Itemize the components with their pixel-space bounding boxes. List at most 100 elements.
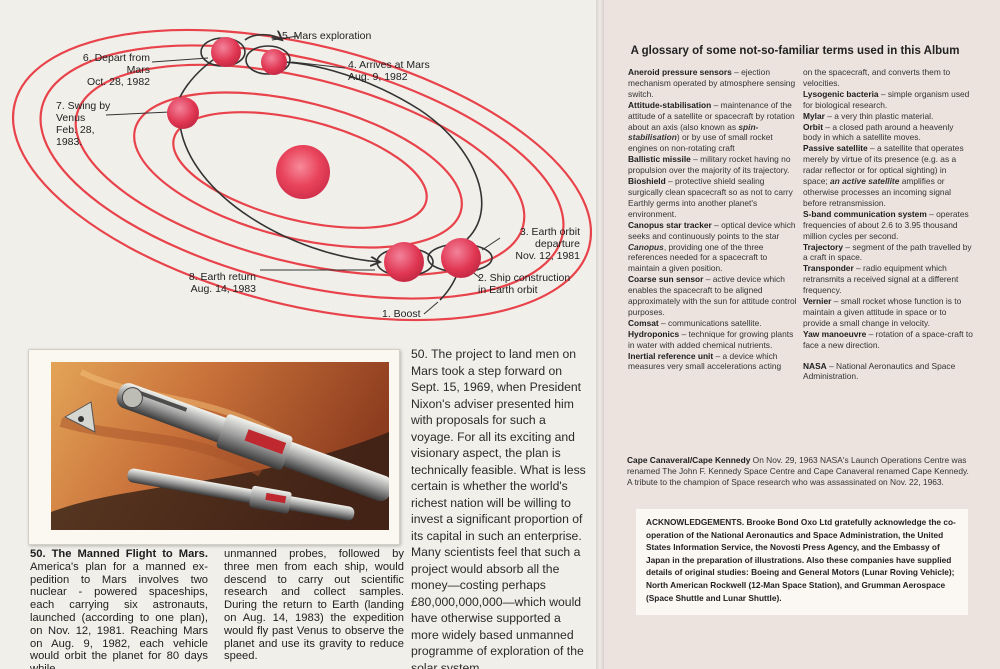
glossary-term: Vernier [803, 296, 832, 307]
glossary-emphasis: an active satellite [830, 176, 900, 187]
glossary-term: Lysogenic bacteria [803, 88, 879, 99]
glossary-entry: Passive satellite – a satellite that ope… [803, 143, 973, 208]
glossary-term: Aneroid pressure sensors [628, 67, 732, 77]
glossary-definition: – operates frequencies of about 2.6 to 3… [803, 208, 969, 241]
glossary-term: Canopus star tracker [628, 219, 712, 230]
venus-orbit [133, 91, 463, 249]
glossary-definition-cont: amplifies or otherwise processes an inco… [803, 176, 952, 208]
glossary-definition: – rotation of a space-craft to face a ne… [803, 328, 973, 350]
glossary-definition: – optical device which seeks and continu… [628, 219, 796, 241]
glossary-entry: Comsat – communications satellite. [628, 318, 798, 329]
glossary-definition: – segment of the path travelled by a cra… [803, 241, 972, 263]
left-page [0, 0, 600, 669]
glossary-entry: Trajectory – segment of the path travell… [803, 242, 973, 264]
glossary-definition: – a closed path around a heavenly body i… [803, 121, 954, 143]
picture-card [28, 349, 400, 545]
glossary-definition: – a device which measures very small acc… [628, 350, 782, 372]
card-caption-text-1: America's plan for a manned ex-pedition … [30, 560, 208, 669]
label-depart-from-mars: 6. Depart from Mars Oct. 28, 1982 [82, 52, 150, 88]
leader-venus [105, 111, 171, 116]
glossary-definition: on the spacecraft, and converts them to … [803, 67, 951, 88]
glossary-term: NASA [803, 360, 827, 371]
glossary-definition: – National Aeronautics and Space Adminis… [803, 360, 956, 382]
glossary-term: S-band communication system [803, 208, 927, 219]
leader-boost [423, 301, 439, 315]
glossary-definition: – ejection mechanism operated by atmosph… [628, 67, 796, 99]
mars-arrive-icon [261, 49, 287, 75]
sun-icon [276, 145, 330, 199]
glossary-term: Ballistic missile [628, 154, 691, 165]
glossary-entry: Attitude-stabilisation – maintenance of … [628, 100, 798, 155]
glossary-entry: Lysogenic bacteria – simple organism use… [803, 89, 973, 111]
main-body-text: 50. The project to land men on Mars took… [411, 347, 586, 669]
glossary-term: Bioshield [628, 176, 666, 187]
acknowledgements: ACKNOWLEDGEMENTS. Brooke Bond Oxo Ltd gr… [636, 509, 968, 615]
card-caption-col1: 50. The Manned Flight to Mars. America's… [30, 548, 208, 669]
label-earth-return: 8. Earth return Aug. 14, 1983 [188, 271, 256, 295]
glossary-entry: Coarse sun sensor – active device which … [628, 274, 798, 318]
glossary-definition: – communications satellite. [658, 317, 762, 328]
label-swing-by-venus: 7. Swing by Venus Feb. 28, 1983. [56, 100, 111, 148]
glossary-term: Comsat [628, 317, 659, 328]
card-caption-col2: unmanned probes, followed by three men f… [224, 548, 404, 663]
glossary-entry: Aneroid pressure sensors – ejection mech… [628, 67, 798, 100]
glossary-entry: Inertial reference unit – a device which… [628, 351, 798, 373]
earth-orbit [74, 63, 526, 277]
glossary-entry: Hydroponics – technique for growing plan… [628, 329, 798, 351]
mars-orbit [39, 44, 565, 300]
glossary-emphasis: Canopus [628, 241, 664, 252]
label-ship-construction: 2. Ship construction in Earth orbit [478, 272, 571, 296]
glossary-column-1: Aneroid pressure sensors – ejection mech… [628, 67, 798, 372]
label-boost: 1. Boost [382, 308, 421, 320]
glossary-term: Mylar [803, 110, 825, 121]
album-spine [596, 0, 604, 669]
glossary-definition: – technique for growing plants in water … [628, 328, 794, 350]
orbit-lines [11, 28, 593, 322]
cape-definition: On Nov. 29, 1963 NASA's Launch Operation… [627, 455, 969, 487]
glossary-definition: – radio equipment which retransmits a re… [803, 263, 959, 296]
glossary-entry: Yaw manoeuvre – rotation of a space-craf… [803, 329, 973, 351]
glossary-term: Attitude-stabilisation [628, 99, 712, 110]
label-earth-orbit-departure: 3. Earth orbit departure Nov. 12, 1981 [515, 226, 580, 262]
glossary-entry: Bioshield – protective shield sealing su… [628, 176, 798, 220]
glossary-entry: Ballistic missile – military rocket havi… [628, 154, 798, 176]
glossary-definition: – maintenance of the attitude of a satel… [628, 99, 795, 132]
glossary-term: Inertial reference unit [628, 350, 714, 361]
glossary-term: Coarse sun sensor [628, 274, 704, 285]
glossary-definition: – simple organism used for biological re… [803, 88, 970, 110]
glossary-definition-cont: , providing one of the three references … [628, 241, 768, 274]
glossary-entry: S-band communication system – operates f… [803, 209, 973, 242]
glossary-definition: – small rocket whose function is to main… [803, 296, 962, 328]
glossary-emphasis: spin-stabilisation [628, 121, 759, 143]
inner-orbit [172, 111, 428, 229]
glossary-definition: – military rocket having no propulsion o… [628, 154, 791, 176]
earth-return-icon [384, 242, 424, 282]
cape-term: Cape Canaveral/Cape Kennedy [627, 455, 751, 465]
glossary-column-2: on the spacecraft, and converts them to … [803, 67, 973, 382]
glossary-term: Transponder [803, 263, 854, 274]
label-mars-exploration: 5. Mars exploration [282, 30, 372, 42]
spaceship-illustration [51, 362, 389, 530]
glossary-entry: NASA – National Aeronautics and Space Ad… [803, 361, 973, 383]
outbound-trajectory [270, 62, 483, 249]
glossary-entry: Orbit – a closed path around a heavenly … [803, 122, 973, 144]
glossary-term: Trajectory [803, 241, 844, 252]
glossary-entry: Transponder – radio equipment which retr… [803, 263, 973, 296]
glossary-term: Passive satellite [803, 143, 868, 154]
glossary-term: Orbit [803, 121, 824, 132]
glossary-definition-cont: ) or by use of small rocket engines on n… [628, 132, 773, 154]
leader-earth-departure [481, 237, 501, 251]
glossary-definition: – active device which enables the spacec… [628, 274, 797, 317]
earth-departure-icon [441, 238, 481, 278]
glossary-entry: Canopus star tracker – optical device wh… [628, 220, 798, 275]
leader-arrives [291, 61, 346, 69]
cape-kennedy-note: Cape Canaveral/Cape Kennedy On Nov. 29, … [627, 455, 973, 488]
glossary-term: Yaw manoeuvre [803, 328, 867, 339]
glossary-definition: – a very thin plastic material. [824, 110, 934, 121]
mars-mission-diagram [11, 28, 593, 322]
mars-depart-icon [211, 37, 241, 67]
glossary-definition: – a satellite that operates merely by vi… [803, 143, 964, 187]
mars-orbit-outer [11, 28, 593, 322]
card-caption-title: 50. The Manned Flight to Mars. [30, 548, 208, 560]
glossary-entry: Mylar – a very thin plastic material. [803, 111, 973, 122]
